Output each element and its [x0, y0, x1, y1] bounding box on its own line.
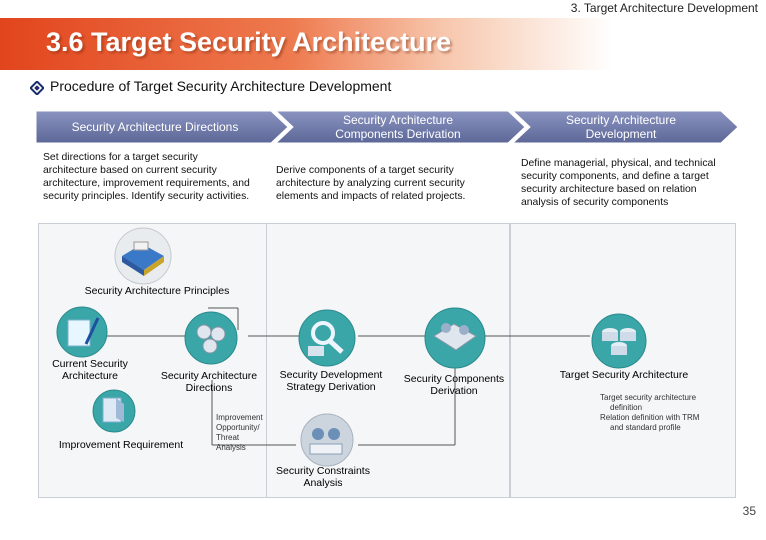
constraints-label: Security Constraints Analysis	[276, 465, 370, 489]
note-target-definition: Target security architecture definition …	[600, 393, 730, 433]
components-derivation-label: Security Components Derivation	[403, 373, 505, 397]
note-line: Opportunity/	[216, 423, 260, 432]
note-line: Threat	[216, 433, 240, 442]
note-line: Target security architecture	[600, 393, 697, 402]
chevron-step-2-label: Security Architecture Components Derivat…	[335, 113, 461, 141]
section-header: 3. Target Architecture Development	[570, 1, 758, 15]
diamond-bullet-icon	[30, 81, 44, 95]
page-number: 35	[742, 504, 756, 518]
chevron-step-2	[274, 110, 526, 144]
improvement-requirement-icon	[92, 389, 136, 433]
title-banner	[0, 18, 766, 70]
note-line: Improvement	[216, 413, 263, 422]
step-3-description: Define managerial, physical, and technic…	[521, 158, 716, 208]
procedure-subtitle: Procedure of Target Security Architectur…	[50, 78, 392, 94]
strategy-derivation-label: Security Development Strategy Derivation	[279, 369, 383, 393]
process-chevrons	[36, 110, 739, 144]
note-line: Analysis	[216, 443, 246, 452]
note-line: Relation definition with TRM	[600, 413, 700, 422]
principles-icon	[114, 227, 172, 285]
directions-icon	[184, 311, 238, 365]
note-line: and standard profile	[610, 423, 681, 432]
chevron-step-3	[511, 110, 739, 144]
target-architecture-icon	[591, 313, 647, 369]
step-1-description: Set directions for a target security arc…	[43, 152, 250, 202]
note-line: definition	[610, 403, 643, 412]
step-2-description: Derive components of a target security a…	[276, 165, 466, 202]
chevron-step-3-label: Security Architecture Development	[565, 113, 677, 141]
note-improvement-analysis: Improvement Opportunity/ Threat Analysis	[216, 413, 276, 453]
strategy-derivation-icon	[298, 309, 356, 367]
page-title: 3.6 Target Security Architecture	[46, 27, 452, 57]
current-architecture-label: Current Security Architecture	[52, 358, 128, 382]
components-derivation-icon	[424, 307, 486, 369]
improvement-requirement-label: Improvement Requirement	[58, 439, 184, 451]
directions-label: Security Architecture Directions	[160, 370, 258, 394]
constraints-icon	[300, 413, 354, 467]
chevron-step-1-label: Security Architecture Directions	[71, 120, 239, 134]
principles-label: Security Architecture Principles	[84, 285, 230, 297]
target-architecture-label: Target Security Architecture	[559, 369, 689, 381]
current-architecture-icon	[56, 306, 108, 358]
chevron-step-1	[36, 110, 289, 144]
